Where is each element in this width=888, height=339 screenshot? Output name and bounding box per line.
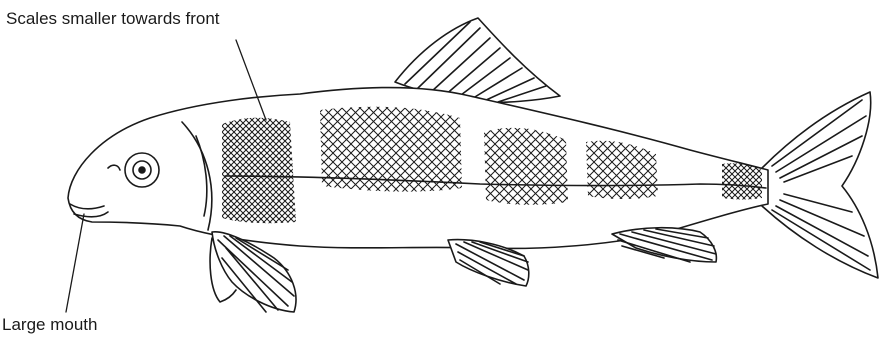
eye [125,153,159,187]
leader-line-mouth [66,214,84,312]
label-mouth: Large mouth [2,316,97,333]
anal-fin [612,228,716,262]
tail-fin [762,92,878,278]
label-scales: Scales smaller towards front [6,10,220,27]
